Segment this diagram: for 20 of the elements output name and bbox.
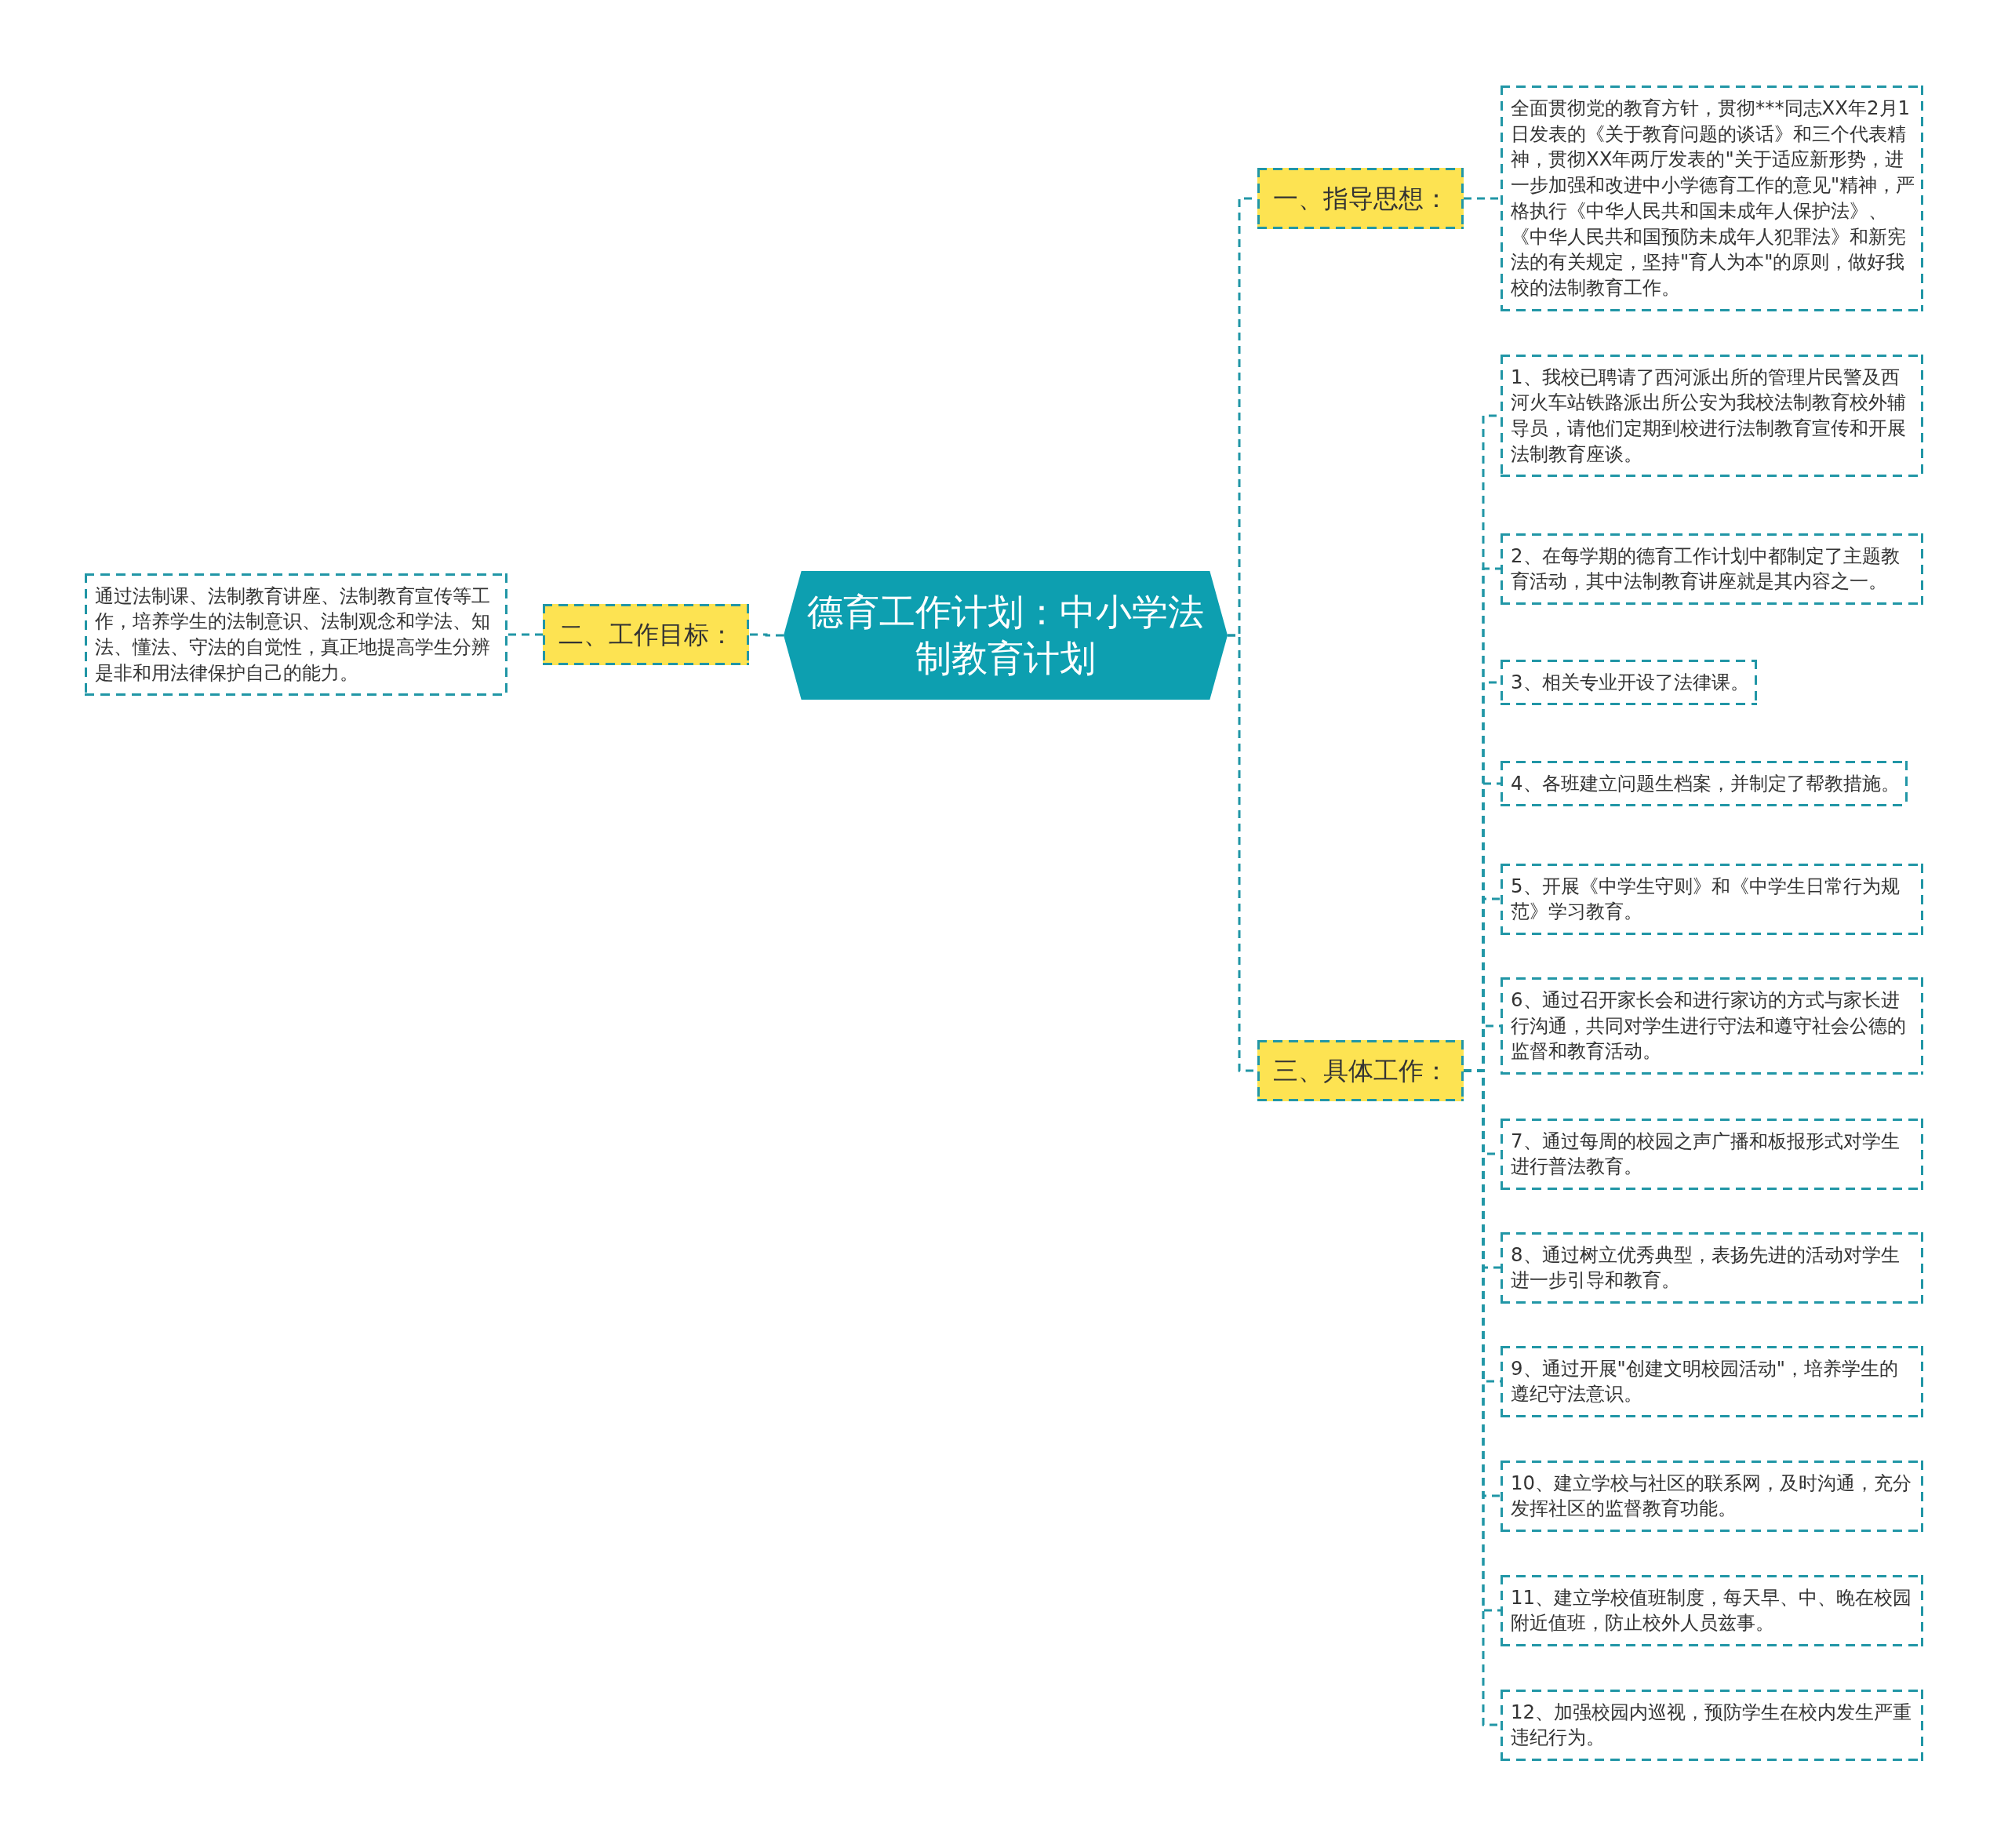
text-box: 全面贯彻党的教育方针，贯彻***同志XX年2月1日发表的《关于教育问题的谈话》和三个代表精神，贯彻XX年两厅发表的"关于适应新形势，进一步加强和改进中小学德育工作的意见"精神，严格执行《中华人民共和国未成年人保护法》、《中华人民共和国预防未成年人犯罪法》和新宪法的有关规定，坚持"育人为本"的原则，做好我校的法制教育工作。 — [1501, 85, 1923, 311]
text-box: 12、加强校园内巡视，预防学生在校内发生严重违纪行为。 — [1501, 1689, 1923, 1761]
text-box: 1、我校已聘请了西河派出所的管理片民警及西河火车站铁路派出所公安为我校法制教育校外辅导员，请他们定期到校进行法制教育宣传和开展法制教育座谈。 — [1501, 354, 1923, 478]
connector-line — [507, 633, 543, 636]
branch-box: 三、具体工作： — [1257, 1040, 1464, 1101]
text-box: 6、通过召开家长会和进行家访的方式与家长进行沟通，共同对学生进行守法和遵守社会公德的监督和教育活动。 — [1501, 977, 1923, 1075]
text-box: 10、建立学校与社区的联系网，及时沟通，充分发挥社区的监督教育功能。 — [1501, 1460, 1923, 1532]
connector-line — [749, 633, 784, 637]
text-box: 7、通过每周的校园之声广播和板报形式对学生进行普法教育。 — [1501, 1118, 1923, 1190]
text-box: 8、通过树立优秀典型，表扬先进的活动对学生进一步引导和教育。 — [1501, 1231, 1923, 1304]
connector-line — [1464, 197, 1501, 200]
text-box: 5、开展《中学生守则》和《中学生日常行为规范》学习教育。 — [1501, 863, 1923, 935]
text-box: 4、各班建立问题生档案，并制定了帮教措施。 — [1501, 760, 1908, 807]
text-box: 11、建立学校值班制度，每天早、中、晚在校园附近值班，防止校外人员兹事。 — [1501, 1574, 1923, 1646]
text-box: 2、在每学期的德育工作计划中都制定了主题教育活动，其中法制教育讲座就是其内容之一。 — [1501, 533, 1923, 605]
text-box: 3、相关专业开设了法律课。 — [1501, 659, 1757, 706]
text-box: 通过法制课、法制教育讲座、法制教育宣传等工作，培养学生的法制意识、法制观念和学法、知法、懂法、守法的自觉性，真正地提高学生分辨是非和用法律保护自己的能力。 — [85, 573, 507, 697]
branch-box: 一、指导思想： — [1257, 168, 1464, 229]
text-box: 9、通过开展"创建文明校园活动"，培养学生的遵纪守法意识。 — [1501, 1345, 1923, 1417]
branch-box: 二、工作目标： — [543, 604, 749, 665]
